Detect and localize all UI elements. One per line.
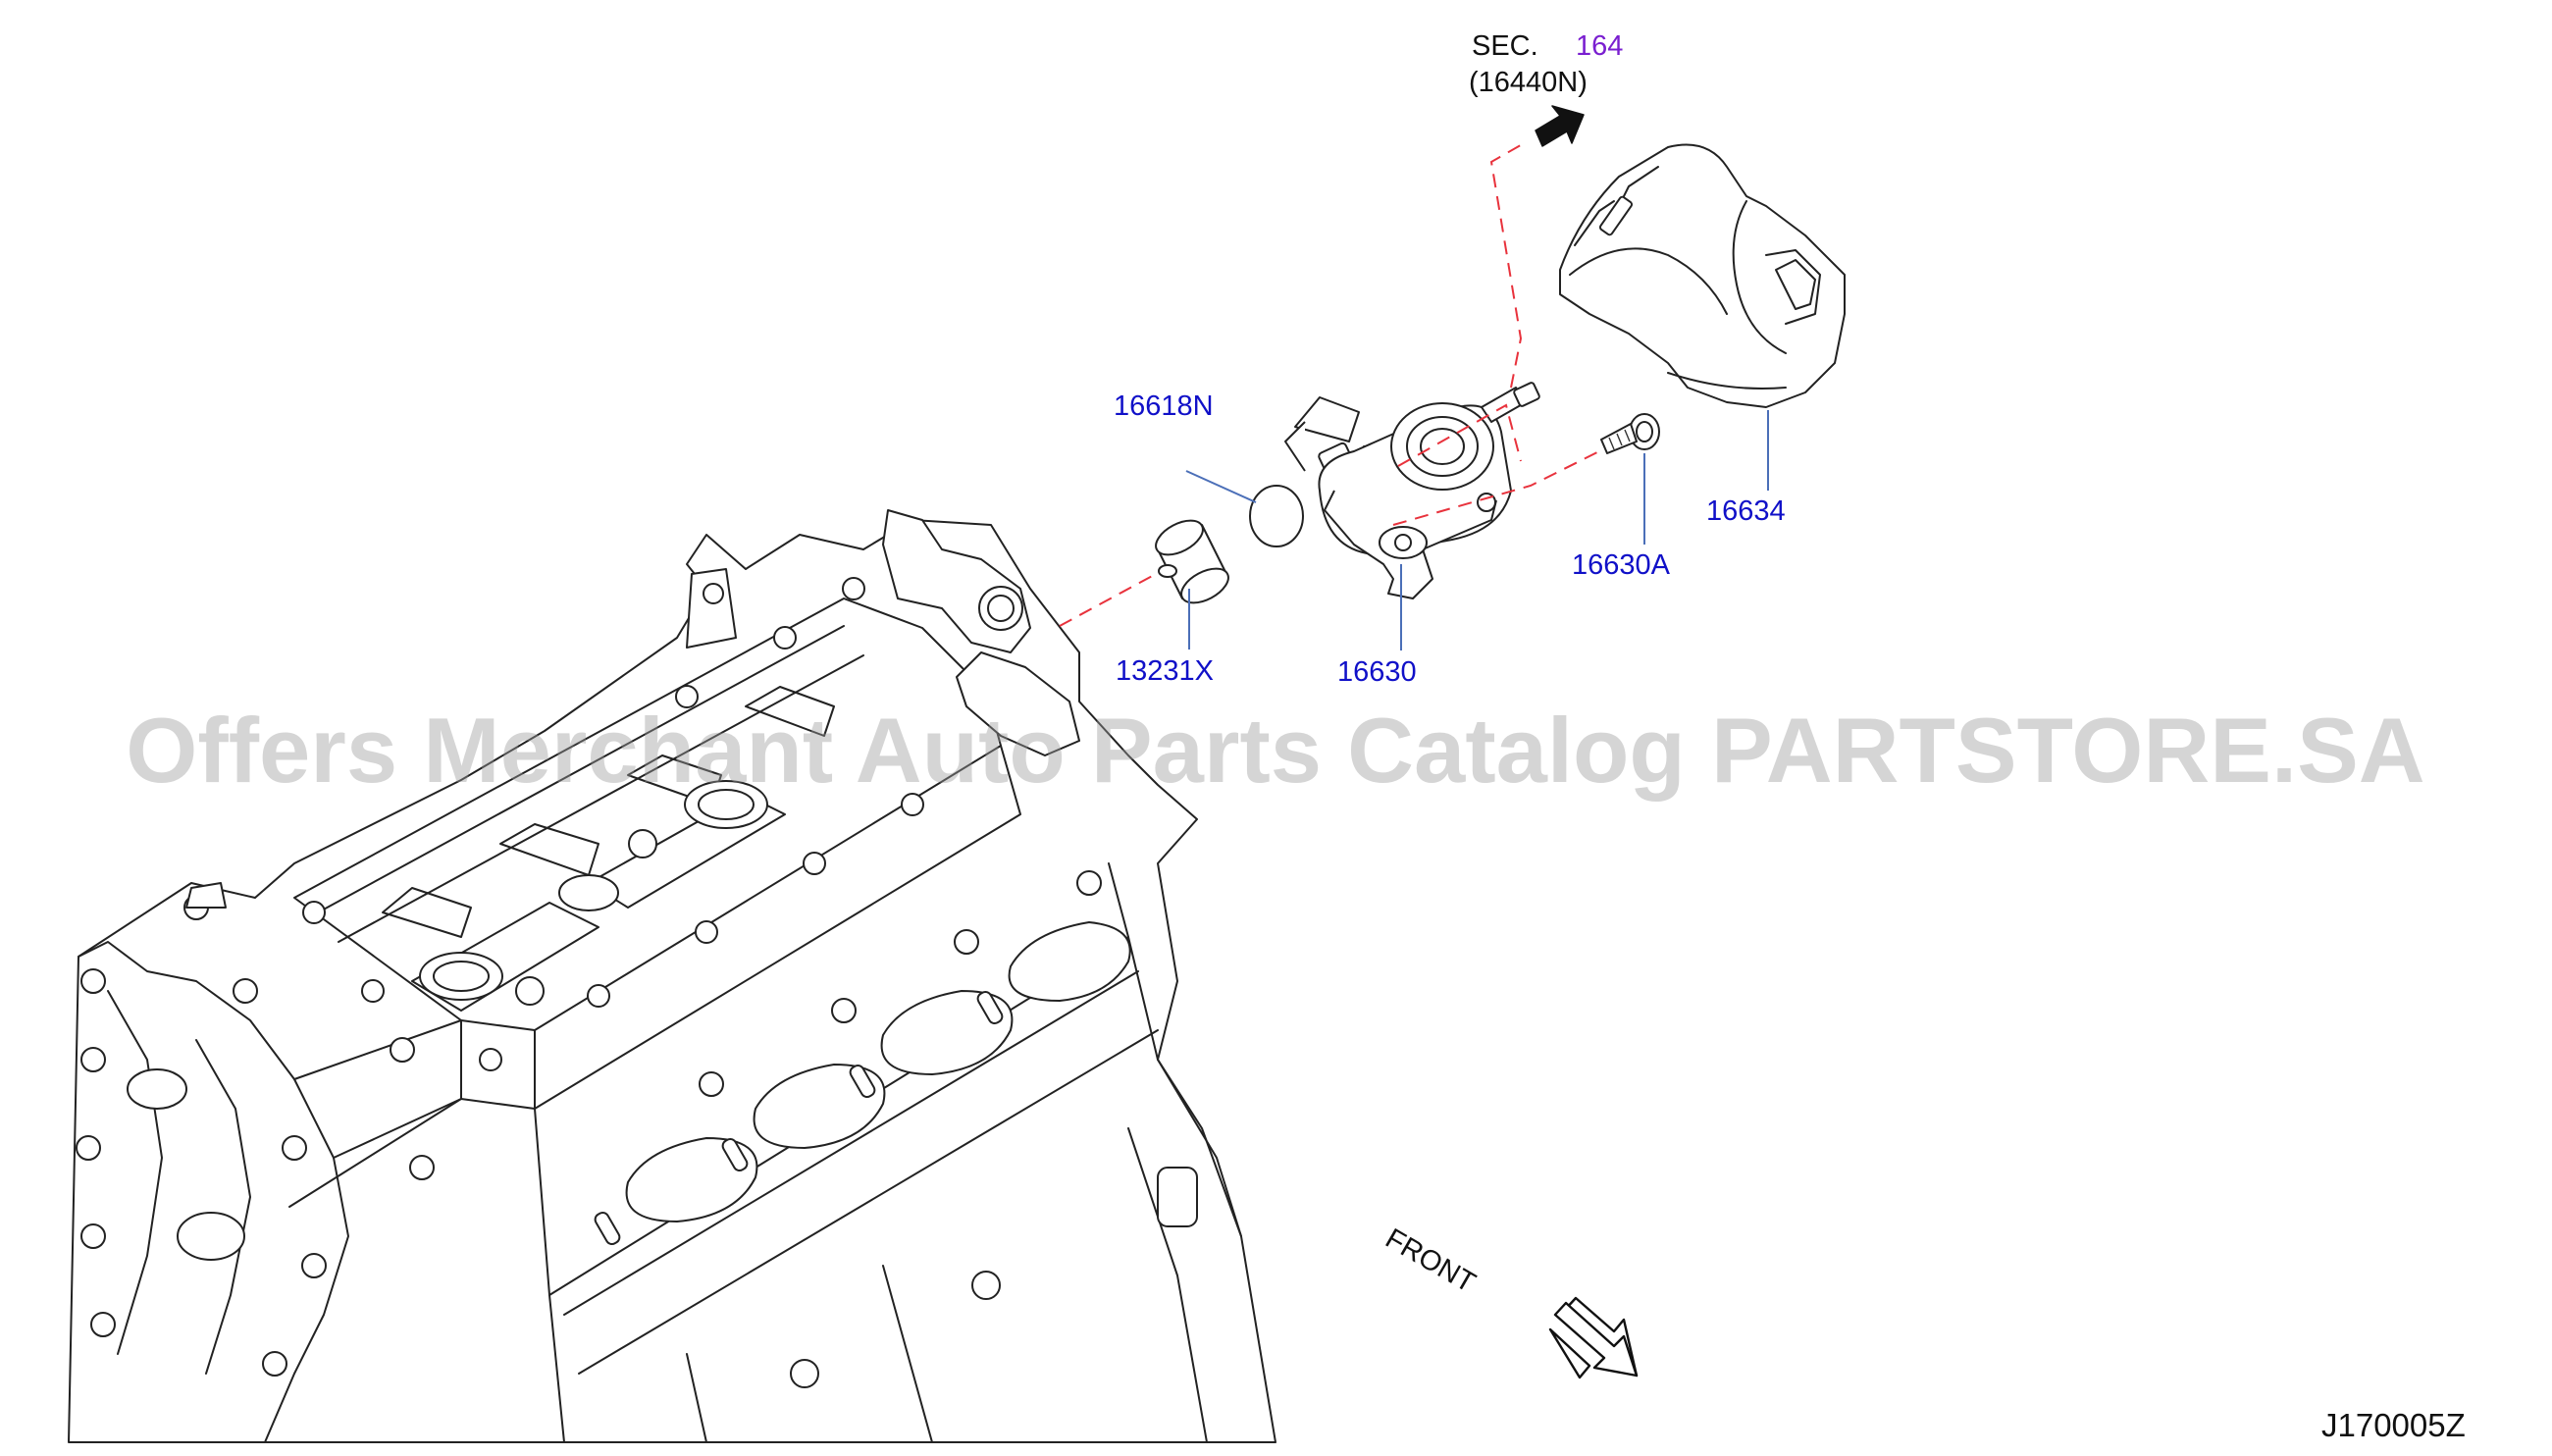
section-link[interactable]: 164 xyxy=(1576,30,1623,62)
assembly-phantom-lines xyxy=(1059,141,1600,627)
section-prefix: SEC. xyxy=(1472,30,1538,62)
watermark-text: Offers Merchant Auto Parts Catalog PARTS… xyxy=(126,699,2424,802)
engine-assembly-illustration xyxy=(68,509,1276,1443)
front-direction-label: FRONT xyxy=(1380,1222,1482,1299)
o-ring-illustration xyxy=(1249,485,1304,547)
intake-ports xyxy=(625,921,1131,1222)
pump-cover-illustration xyxy=(1559,143,1846,408)
hollow-arrow-icon-body xyxy=(1553,1301,1639,1378)
leader-lines xyxy=(1185,410,1769,650)
callout-13231X[interactable]: 13231X xyxy=(1116,655,1214,687)
tappet-illustration xyxy=(1155,519,1229,604)
valve-cover-bolts xyxy=(302,577,924,1071)
fuel-pump-illustration xyxy=(1284,382,1540,599)
diagram-code: J170005Z xyxy=(2321,1407,2466,1443)
callout-16634[interactable]: 16634 xyxy=(1706,495,1786,527)
callout-16618N[interactable]: 16618N xyxy=(1114,390,1214,422)
section-part-number: (16440N) xyxy=(1469,67,1588,98)
bolt-illustration xyxy=(1600,413,1660,454)
callout-16630[interactable]: 16630 xyxy=(1337,656,1417,688)
callout-16630A[interactable]: 16630A xyxy=(1572,549,1671,581)
solid-arrow-icon xyxy=(1535,105,1585,147)
head-bolts xyxy=(594,870,1102,1246)
